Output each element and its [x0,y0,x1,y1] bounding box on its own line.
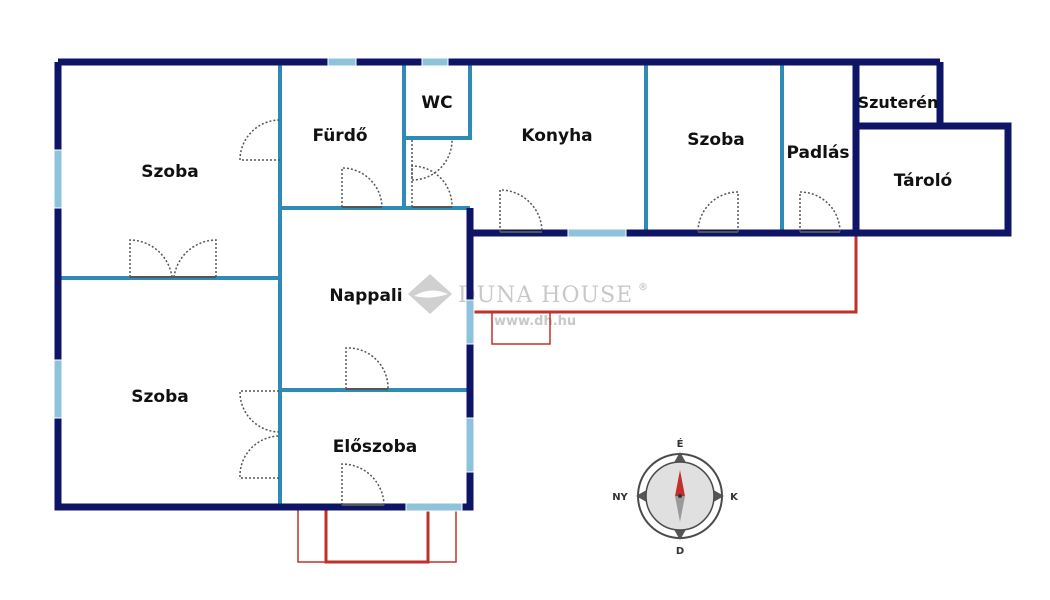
doors [129,119,841,506]
watermark-brand: DUNA HOUSE [458,283,633,308]
room-label-padlas: Padlás [786,143,849,163]
compass-west-label: NY [612,492,628,503]
watermark-url: www.dh.hu [494,314,576,329]
compass-icon: É K D NY [612,437,739,557]
room-label-tarolo: Tároló [894,171,952,191]
compass-north-label: É [677,437,684,450]
compass-south-label: D [676,546,684,557]
watermark: DUNA HOUSE ® www.dh.hu [408,274,648,329]
compass-needle-south [675,496,685,522]
room-label-szoba-1: Szoba [141,162,198,182]
room-label-nappali: Nappali [329,286,402,306]
compass-east-label: K [730,492,739,503]
room-label-szuteren: Szuterén [858,93,939,112]
room-label-eloszoba: Előszoba [333,437,417,457]
watermark-registered: ® [638,282,648,293]
room-label-szoba-2: Szoba [687,130,744,150]
room-label-furdo: Fürdő [312,126,367,146]
compass-needle-north [675,470,685,496]
room-label-szoba-3: Szoba [131,387,188,407]
room-label-wc: WC [421,93,452,113]
door-sills [130,206,840,506]
windows [53,57,627,512]
room-label-konyha: Konyha [521,126,592,146]
duna-house-diamond-icon [408,274,452,314]
